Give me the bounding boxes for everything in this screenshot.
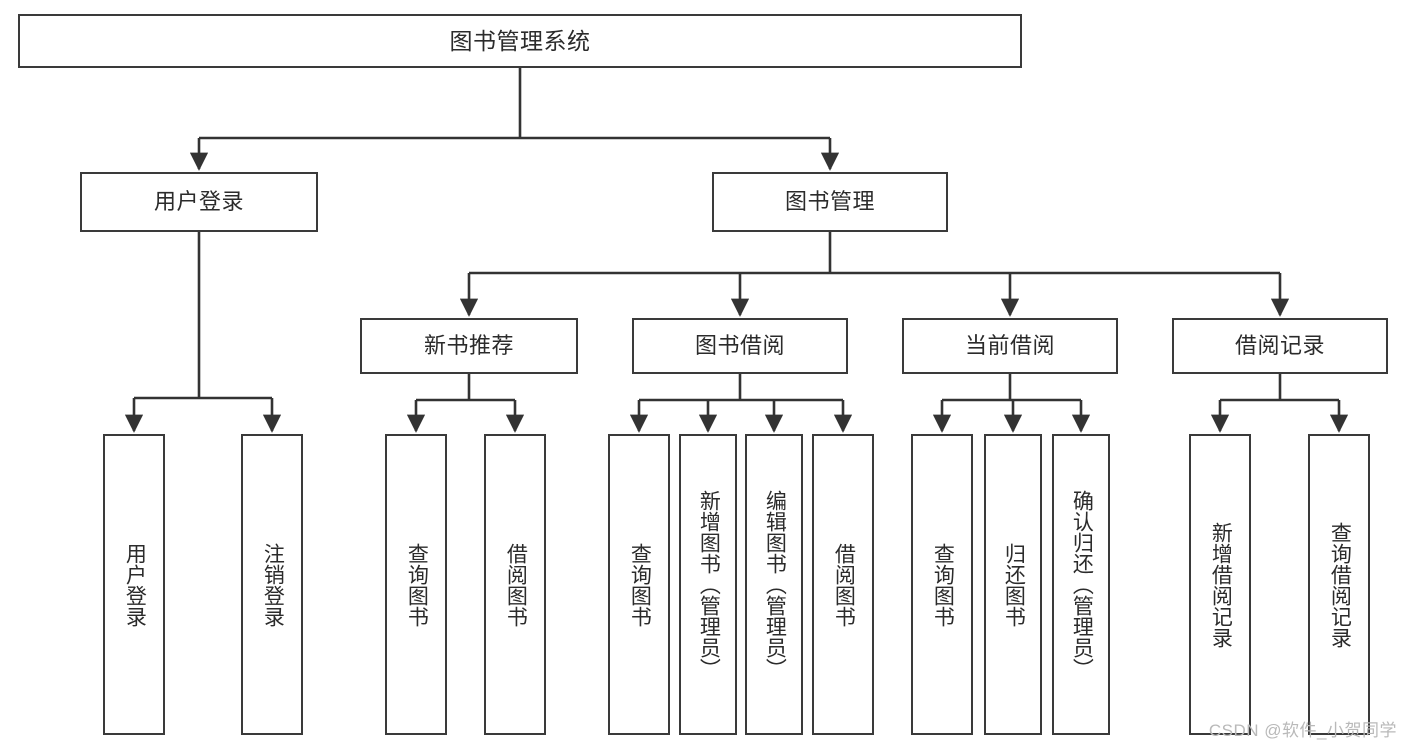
node-leaf-return-book[interactable]: 归还图书 <box>984 434 1042 735</box>
node-label: 借阅记录 <box>1234 333 1325 359</box>
node-label: 用户登录 <box>123 542 147 627</box>
node-leaf-query-book-3[interactable]: 查询图书 <box>911 434 973 735</box>
node-leaf-add-book[interactable]: 新增图书（管理员） <box>679 434 737 735</box>
node-leaf-borrow-book-2[interactable]: 借阅图书 <box>812 434 874 735</box>
node-root[interactable]: 图书管理系统 <box>18 14 1022 68</box>
node-leaf-edit-book[interactable]: 编辑图书（管理员） <box>745 434 803 735</box>
node-current-borrow[interactable]: 当前借阅 <box>902 318 1118 374</box>
node-book-manage[interactable]: 图书管理 <box>712 172 948 232</box>
node-label: 图书借阅 <box>694 333 785 359</box>
node-label: 借阅图书 <box>832 542 856 627</box>
node-label: 查询图书 <box>405 542 429 627</box>
node-book-borrow[interactable]: 图书借阅 <box>632 318 848 374</box>
node-leaf-query-record[interactable]: 查询借阅记录 <box>1308 434 1370 735</box>
node-label: 图书管理 <box>784 189 875 215</box>
node-label: 新书推荐 <box>423 333 514 359</box>
node-label: 查询图书 <box>628 542 652 627</box>
node-label: 查询图书 <box>931 542 955 627</box>
node-user-login[interactable]: 用户登录 <box>80 172 318 232</box>
node-label: 编辑图书（管理员） <box>763 490 787 679</box>
node-leaf-borrow-book-1[interactable]: 借阅图书 <box>484 434 546 735</box>
node-label: 借阅图书 <box>504 542 528 627</box>
node-label: 注销登录 <box>261 542 285 627</box>
node-leaf-logout[interactable]: 注销登录 <box>241 434 303 735</box>
node-label: 用户登录 <box>153 189 244 215</box>
node-new-book-rec[interactable]: 新书推荐 <box>360 318 578 374</box>
node-label: 新增图书（管理员） <box>697 490 721 679</box>
node-leaf-confirm-return[interactable]: 确认归还（管理员） <box>1052 434 1110 735</box>
csdn-watermark: CSDN @软件_小贺同学 <box>1208 721 1397 740</box>
node-leaf-query-book-2[interactable]: 查询图书 <box>608 434 670 735</box>
node-leaf-user-login[interactable]: 用户登录 <box>103 434 165 735</box>
node-leaf-query-book-1[interactable]: 查询图书 <box>385 434 447 735</box>
node-leaf-add-record[interactable]: 新增借阅记录 <box>1189 434 1251 735</box>
node-label: 新增借阅记录 <box>1209 521 1233 648</box>
node-label: 归还图书 <box>1002 542 1026 627</box>
node-label: 查询借阅记录 <box>1328 521 1352 648</box>
node-label: 图书管理系统 <box>449 27 591 54</box>
node-borrow-record[interactable]: 借阅记录 <box>1172 318 1388 374</box>
node-label: 当前借阅 <box>964 333 1055 359</box>
node-label: 确认归还（管理员） <box>1070 490 1094 679</box>
